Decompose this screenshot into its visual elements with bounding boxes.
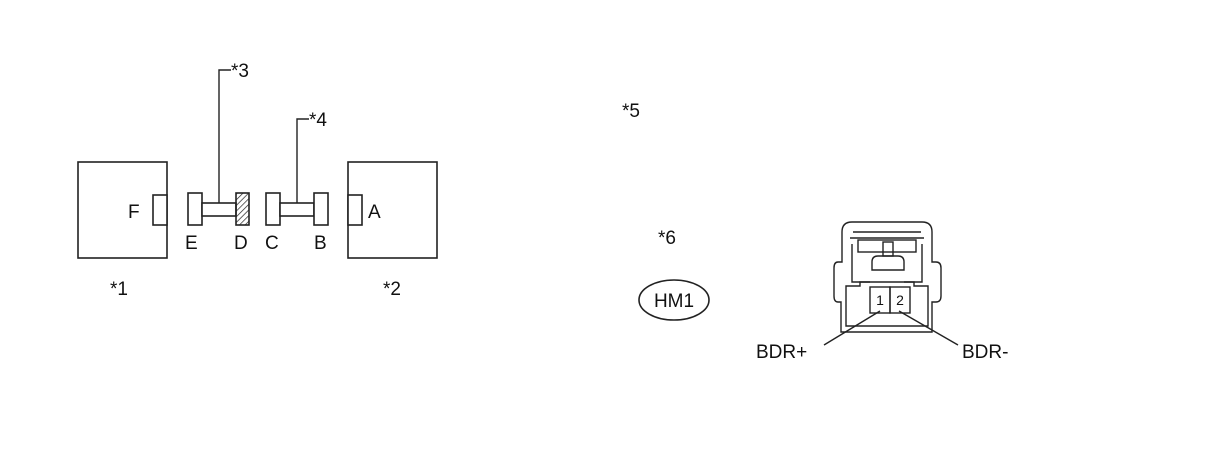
- connector-c-label: C: [265, 233, 279, 254]
- pin-1-leader: [823, 310, 881, 346]
- connector-face-view: 1 2: [823, 221, 959, 346]
- connector-inner-walls: [851, 244, 923, 283]
- component-2-body: [347, 161, 438, 259]
- pin-1-number: 1: [876, 292, 884, 308]
- connector-latch-tab: [882, 241, 894, 257]
- harness-4: C B: [265, 118, 329, 254]
- callout-3: *3: [231, 61, 249, 82]
- pin-2-leader: [898, 310, 959, 346]
- connector-b-housing: [313, 192, 329, 226]
- connector-lock: [871, 255, 905, 271]
- connector-d-label: D: [234, 233, 248, 254]
- connector-f-label: F: [128, 202, 140, 223]
- harness-3: E D: [185, 69, 250, 254]
- component-1: F: [77, 161, 168, 259]
- connector-b-label: B: [314, 233, 327, 254]
- connector-cavity-frame: [845, 281, 929, 327]
- pin-1-signal-label: BDR+: [756, 342, 807, 363]
- harness-4-wire: [279, 202, 315, 217]
- connector-f-housing: [152, 194, 168, 226]
- connector-c-housing: [265, 192, 281, 226]
- callout-6: *6: [658, 228, 676, 249]
- connector-a-label: A: [368, 202, 381, 223]
- pin-2-cavity: [889, 286, 911, 314]
- callout-5: *5: [622, 101, 640, 122]
- callout-3-leader: [218, 69, 231, 203]
- component-1-body: [77, 161, 168, 259]
- connector-e-label: E: [185, 233, 198, 254]
- connector-code-ellipse: [638, 279, 710, 321]
- callout-4: *4: [309, 110, 327, 131]
- connector-d-housing: [235, 192, 250, 226]
- connector-outer-shell: [833, 221, 942, 333]
- pin-2-signal-label: BDR-: [962, 342, 1008, 363]
- connector-code-label: HM1: [654, 291, 694, 312]
- connector-code-badge: HM1: [638, 279, 710, 321]
- callout-4-leader: [296, 118, 309, 203]
- connector-e-housing: [187, 192, 203, 226]
- callout-2: *2: [383, 279, 401, 300]
- connector-latch-track: [857, 239, 917, 253]
- pin-2-number: 2: [896, 292, 904, 308]
- connector-a-housing: [347, 194, 363, 226]
- callout-1: *1: [110, 279, 128, 300]
- component-2: A: [347, 161, 438, 259]
- harness-3-wire: [201, 202, 237, 217]
